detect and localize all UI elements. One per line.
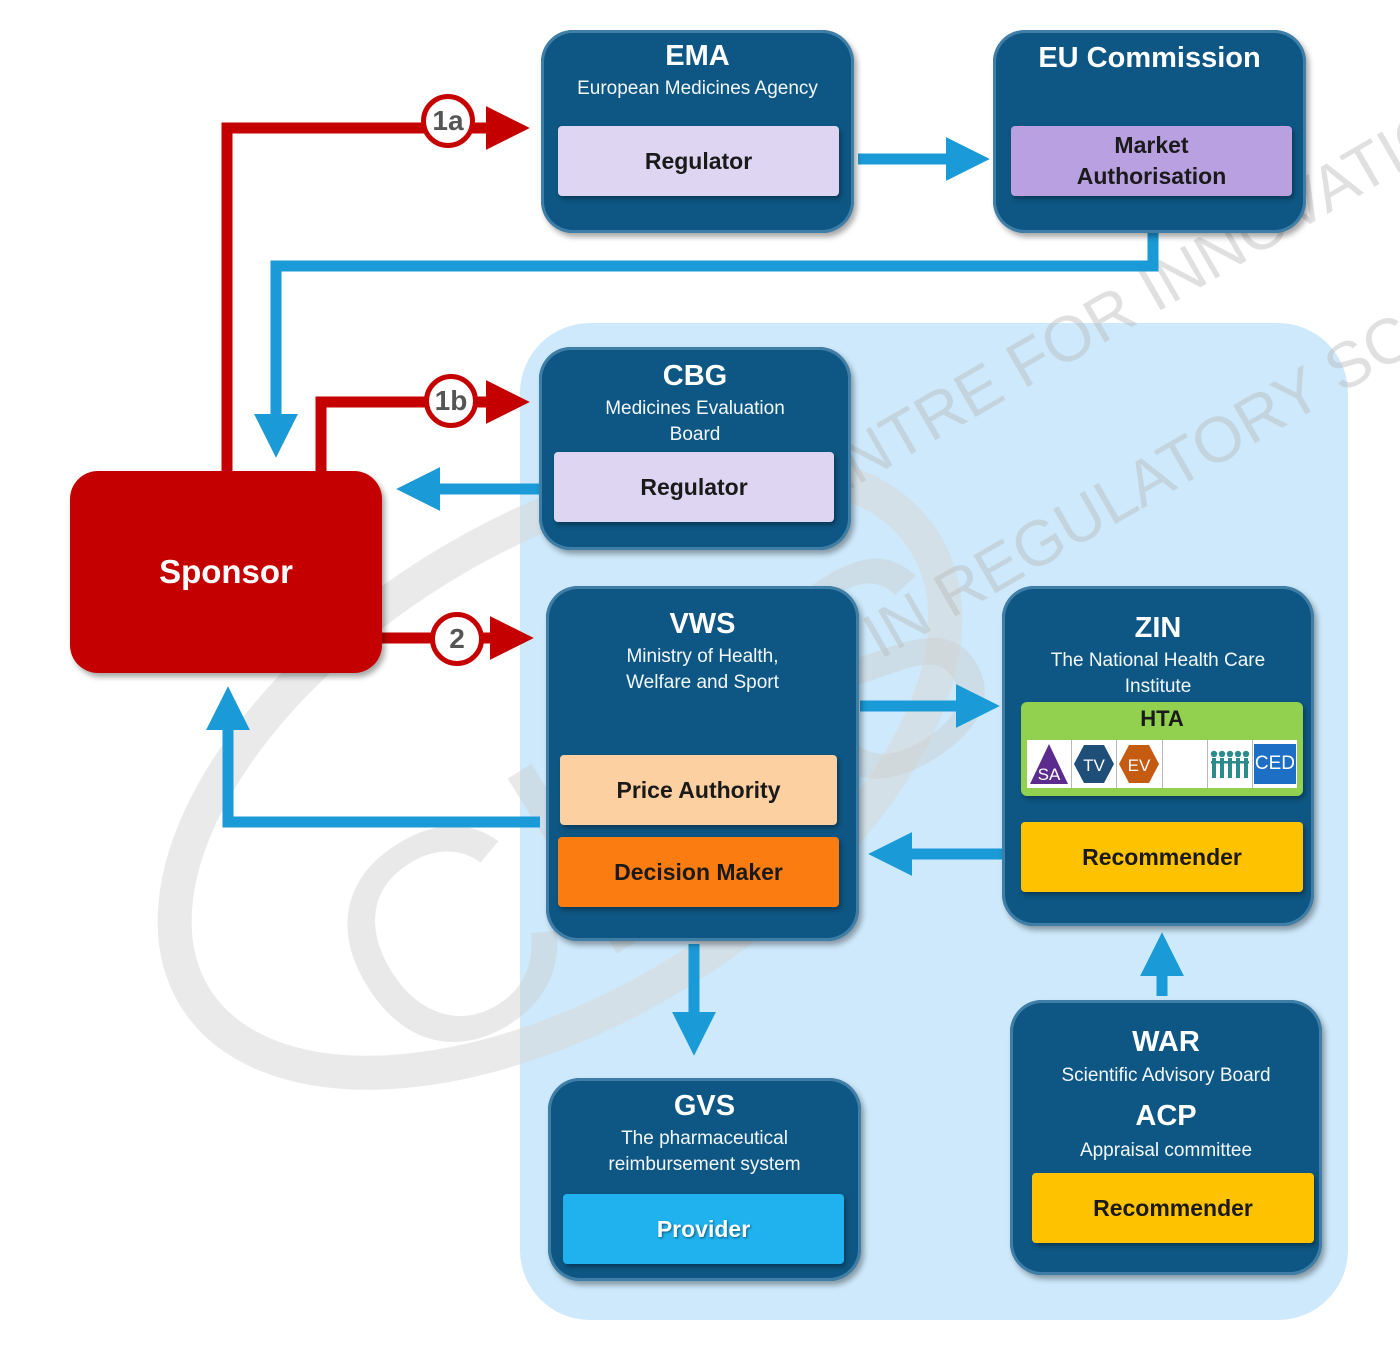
ema-role: Regulator <box>558 126 839 196</box>
hta-cell-people <box>1208 740 1253 788</box>
acp-title: ACP <box>1135 1100 1197 1132</box>
war-title: WAR <box>1132 1026 1200 1058</box>
square-icon: CED <box>1253 744 1296 784</box>
arrow-vws-to-sponsor <box>206 686 540 828</box>
zin-title: ZIN <box>1134 612 1182 644</box>
ema-title: EMA <box>665 40 730 72</box>
war-full-name: Scientific Advisory Board <box>1061 1065 1271 1086</box>
hta-tv-label: TV <box>1083 756 1105 775</box>
vws-decision-maker: Decision Maker <box>558 837 839 907</box>
vws-full-name: Ministry of Health, Welfare and Sport <box>626 646 779 693</box>
vws-title: VWS <box>669 608 736 640</box>
cbg-title: CBG <box>662 360 728 392</box>
sponsor-node: Sponsor <box>70 471 382 673</box>
vws-price-authority: Price Authority <box>560 755 837 825</box>
people-chain-icon <box>1210 750 1249 778</box>
hexagon-icon: TV <box>1074 745 1115 783</box>
hta-icon-row: SA TV EV <box>1027 740 1297 788</box>
zin-full-name: The National Health Care Institute <box>1050 650 1266 697</box>
gvs-full-name: The pharmaceutical reimbursement system <box>608 1128 801 1175</box>
arrow-sponsor-to-cbg <box>315 380 530 471</box>
hta-cell-ced: CED <box>1253 740 1297 788</box>
hta-cell-blank <box>1163 740 1208 788</box>
hta-sa-label: SA <box>1038 765 1061 784</box>
cbg-full-name: Medicines Evaluation Board <box>605 398 785 445</box>
gvs-title: GVS <box>673 1090 736 1122</box>
ema-full-name: European Medicines Agency <box>577 78 818 99</box>
hta-cell-ev: EV <box>1117 740 1163 788</box>
triangle-icon: SA <box>1030 744 1069 784</box>
hta-cell-tv: TV <box>1072 740 1118 788</box>
hta-panel: HTA SA TV EV <box>1021 702 1303 796</box>
hta-cell-sa: SA <box>1027 740 1073 788</box>
eu-commission-role: Market Authorisation <box>1011 126 1292 196</box>
step-marker-2: 2 <box>430 612 484 666</box>
step-marker-1b: 1b <box>424 374 478 428</box>
eu-commission-title: EU Commission <box>1038 42 1261 74</box>
war-recommender: Recommender <box>1032 1173 1314 1243</box>
acp-full-name: Appraisal committee <box>1079 1140 1253 1161</box>
hexagon-icon: EV <box>1119 745 1160 783</box>
gvs-provider: Provider <box>563 1194 844 1264</box>
hta-ev-label: EV <box>1128 756 1151 775</box>
hta-label: HTA <box>1140 706 1184 731</box>
step-marker-1a: 1a <box>421 94 475 148</box>
hta-ced-label: CED <box>1254 753 1295 774</box>
sponsor-label: Sponsor <box>159 553 293 590</box>
cbg-role: Regulator <box>554 452 834 522</box>
zin-recommender: Recommender <box>1021 822 1303 892</box>
arrow-sponsor-to-ema <box>221 106 530 471</box>
